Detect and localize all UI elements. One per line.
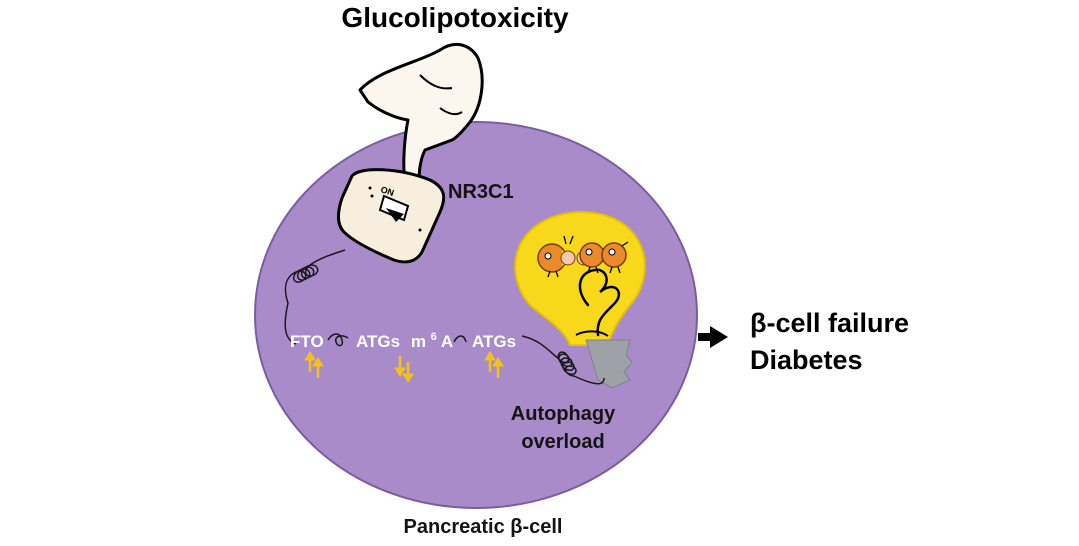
switch-cord	[284, 249, 346, 345]
pathway-connector-1	[327, 333, 349, 347]
autophagy-bugs-icon	[537, 235, 629, 278]
switch-label: NR3C1	[448, 181, 514, 203]
outcome-line1: β-cell failure	[750, 308, 909, 338]
bulb-cord	[521, 335, 605, 385]
atgs-label: ATGs	[472, 332, 516, 351]
cell-label: Pancreatic β-cell	[404, 516, 563, 538]
fto-label: FTO	[290, 332, 324, 351]
m6a-tail-text: A	[441, 332, 453, 351]
diagram-title: Glucolipotoxicity	[341, 2, 569, 33]
pancreatic-beta-cell	[254, 121, 698, 509]
pathway-connector-2	[453, 335, 467, 343]
autophagy-label-line1: Autophagy	[511, 403, 616, 425]
light-switch-icon: ON	[337, 168, 446, 264]
atgs-up-arrows-icon	[484, 351, 504, 378]
m6a-base-text: m	[411, 332, 426, 351]
autophagy-label-line2: overload	[521, 431, 604, 453]
switch-state-text: ON	[379, 184, 395, 198]
right-arrow-icon	[698, 326, 728, 348]
atgs-m6a-down-arrows-icon	[394, 356, 414, 383]
hand-pointing-icon	[358, 42, 484, 203]
atgs-m6a-label: ATGs m 6 A	[356, 325, 453, 351]
m6a-superscript: 6	[431, 331, 437, 343]
fto-up-arrows-icon	[304, 351, 324, 378]
atgs-m6a-atgs-text: ATGs	[356, 332, 400, 351]
outcome-line2: Diabetes	[750, 345, 863, 375]
